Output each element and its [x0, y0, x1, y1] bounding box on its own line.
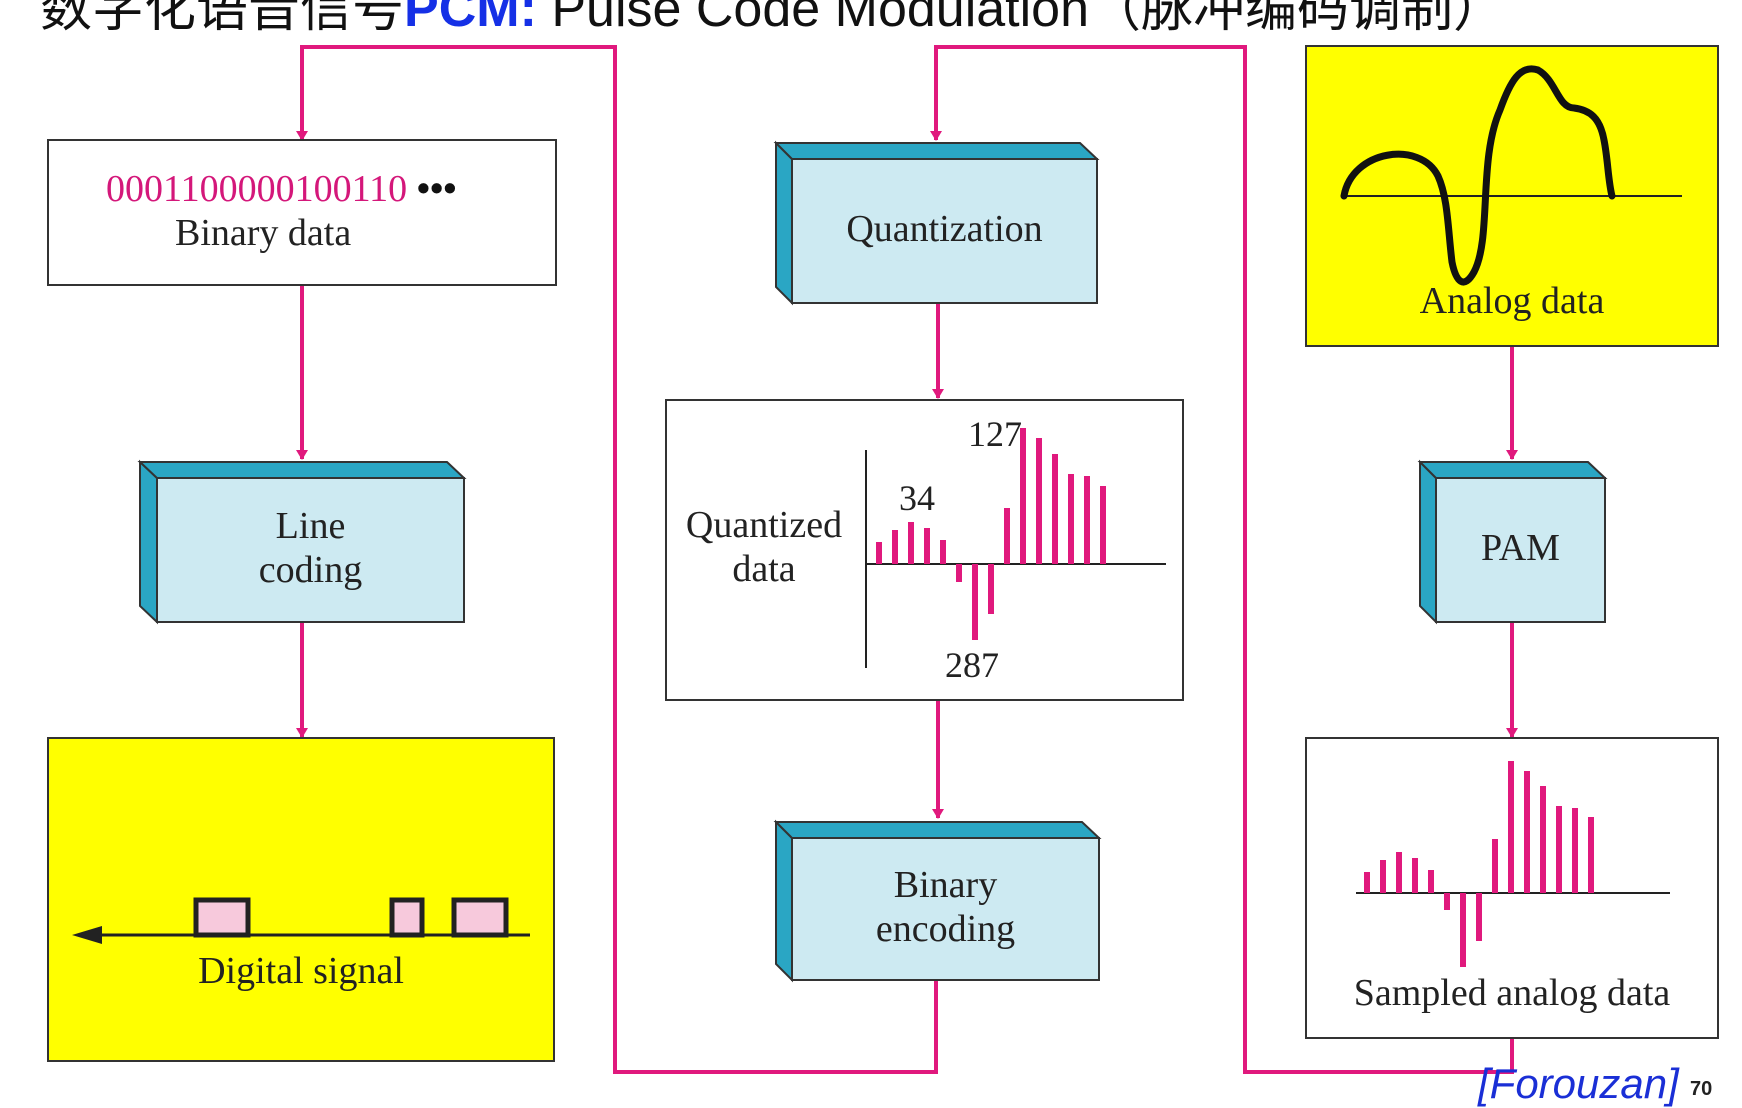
line-coding-line2: coding [258, 548, 363, 591]
flow-line-encoding-to-binary-data [296, 45, 938, 1074]
quantized-bar [892, 530, 898, 564]
binary-data-text: 0001100000100110 ••• Binary data [48, 168, 556, 255]
line-coding-box [137, 459, 467, 625]
title-rest: Pulse Code Modulation（脉冲编码调制） [551, 0, 1506, 38]
quantized-line1: Quantized [685, 504, 843, 546]
quantized-value-mid: 34 [899, 478, 935, 518]
sampled-bar [1460, 893, 1466, 967]
binary-bits: 0001100000100110 [106, 168, 408, 210]
signal-pulse-2 [389, 897, 425, 938]
quantized-bar [956, 564, 962, 582]
quantized-bar [1020, 428, 1026, 564]
sampled-bar [1540, 786, 1546, 893]
sampled-bar [1380, 860, 1386, 893]
citation: [Forouzan] [1478, 1060, 1679, 1107]
pam-label: PAM [1481, 527, 1560, 569]
quantized-bar [876, 542, 882, 564]
binary-encoding-label: Binary encoding [792, 864, 1099, 951]
page-title: 数字化语音信号PCM: Pulse Code Modulation（脉冲编码调制… [40, 0, 1505, 41]
title-acronym: PCM: [404, 0, 537, 38]
sampled-bar [1492, 839, 1498, 893]
quantized-bar [1084, 476, 1090, 564]
sampled-bars [1364, 761, 1594, 967]
sampled-bar [1444, 893, 1450, 910]
quantized-data-box [665, 399, 1184, 701]
binary-ellipsis: ••• [416, 168, 457, 210]
pam-box [1417, 459, 1608, 625]
quantization-label: Quantization [846, 208, 1043, 250]
quantized-bar [1068, 474, 1074, 564]
digital-signal-label: Digital signal [198, 950, 404, 992]
signal-pulse-3 [451, 897, 509, 938]
sampled-bar [1476, 893, 1482, 941]
quantized-bar [924, 528, 930, 564]
sampled-bar [1428, 870, 1434, 893]
sampled-bar [1508, 761, 1514, 893]
quantized-bar [940, 540, 946, 564]
analog-data-label: Analog data [1419, 280, 1605, 322]
line-coding-label: Line coding [157, 505, 464, 592]
binary-data-label: Binary data [175, 211, 352, 254]
quantized-bars [876, 428, 1106, 640]
quantized-bar [988, 564, 994, 614]
flow-line-pam-to-quantization [930, 45, 1514, 1074]
sampled-bar [1396, 852, 1402, 893]
binary-encoding-line1: Binary [893, 864, 998, 906]
sampled-analog-data-box [1305, 737, 1719, 1039]
quantized-data-label: Quantized data [666, 504, 862, 591]
sampled-analog-data-label: Sampled analog data [1353, 972, 1671, 1014]
quantized-value-low: 287 [945, 645, 999, 685]
binary-encoding-box [773, 819, 1102, 983]
quantized-bar [1100, 486, 1106, 564]
quantized-bar [1004, 508, 1010, 564]
quantized-line2: data [732, 547, 796, 590]
line-coding-line1: Line [275, 505, 346, 547]
quantized-bar [908, 522, 914, 564]
page-number: 70 [1690, 1078, 1713, 1100]
quantized-bar [1036, 438, 1042, 564]
binary-data-box [47, 139, 557, 286]
sampled-bar [1572, 808, 1578, 893]
digital-signal-box [47, 737, 555, 1062]
analog-data-box [1305, 45, 1719, 347]
binary-encoding-line2: encoding [875, 907, 1016, 950]
sampled-bar [1524, 771, 1530, 893]
quantized-value-high: 127 [968, 414, 1022, 454]
signal-pulse-1 [193, 897, 251, 938]
title-prefix: 数字化语音信号 [40, 0, 405, 38]
flow-connectors [296, 45, 1518, 1074]
analog-waveform [1340, 65, 1616, 286]
sampled-bar [1588, 817, 1594, 893]
quantization-box [773, 140, 1100, 306]
sampled-bar [1556, 806, 1562, 893]
signal-arrow-left-icon [72, 926, 102, 944]
sampled-bar [1412, 858, 1418, 893]
sampled-bar [1364, 872, 1370, 893]
quantized-bar [1052, 454, 1058, 564]
quantized-bar [972, 564, 978, 640]
